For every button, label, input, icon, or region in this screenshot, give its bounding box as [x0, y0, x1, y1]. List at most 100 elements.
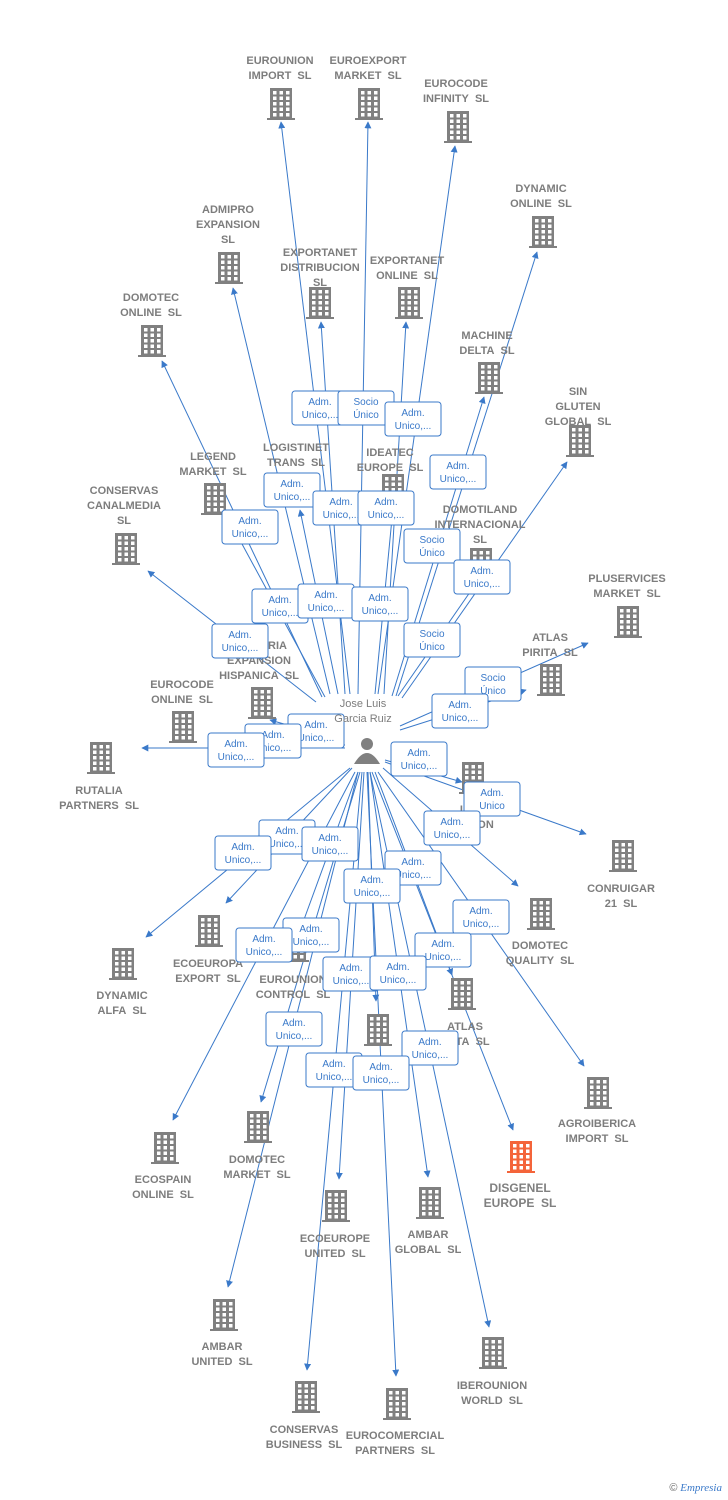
role-label[interactable]: Adm.Unico,... — [265, 1011, 323, 1047]
building-icon — [87, 742, 115, 774]
role-label[interactable]: Adm.Unico,... — [301, 826, 359, 862]
building-icon — [566, 425, 594, 457]
role-label[interactable]: Adm.Unico,... — [357, 490, 415, 526]
role-label[interactable]: Adm.Unico,... — [305, 1052, 363, 1088]
role-label[interactable]: Adm.Unico,... — [429, 454, 487, 490]
role-label[interactable]: Adm.Unico,... — [453, 559, 511, 595]
role-label[interactable]: Adm.Unico,... — [343, 868, 401, 904]
role-label[interactable]: Adm.Unico,... — [235, 927, 293, 963]
building-icon — [267, 88, 295, 120]
role-label[interactable]: Adm.Unico,... — [414, 932, 472, 968]
role-label[interactable]: Adm.Unico,... — [287, 713, 345, 749]
role-label[interactable]: Adm.Unico,... — [431, 693, 489, 729]
svg-text:Adm.Unico,...: Adm.Unico,... — [316, 1059, 353, 1083]
role-label[interactable]: Adm.Unico,... — [384, 401, 442, 437]
building-icon — [355, 88, 383, 120]
role-label[interactable]: Adm.Unico,... — [258, 819, 316, 855]
svg-text:Adm.Unico,...: Adm.Unico,... — [293, 924, 330, 948]
role-label[interactable]: Adm.Unico,... — [390, 741, 448, 777]
building-icon — [527, 898, 555, 930]
role-label[interactable]: Adm.Unico,... — [211, 623, 269, 659]
role-label[interactable]: Adm.Unico,... — [352, 1055, 410, 1091]
role-label[interactable]: Adm.Unico — [463, 781, 521, 817]
copyright-symbol: © — [669, 1482, 678, 1494]
footer-brand[interactable]: © Empresia — [669, 1482, 722, 1494]
role-label[interactable]: Adm.Unico,... — [263, 472, 321, 508]
svg-text:Adm.Unico,...: Adm.Unico,... — [380, 962, 417, 986]
building-icon — [201, 483, 229, 515]
role-label[interactable]: Adm.Unico,... — [251, 588, 309, 624]
role-label[interactable]: Adm.Unico,... — [401, 1030, 459, 1066]
building-icon — [614, 606, 642, 638]
role-label[interactable]: Adm.Unico,... — [369, 955, 427, 991]
role-label[interactable]: Adm.Unico,... — [452, 899, 510, 935]
role-label[interactable]: Adm.Unico,... — [351, 586, 409, 622]
person-icon — [354, 738, 380, 764]
building-icon — [138, 325, 166, 357]
svg-text:Adm.Unico,...: Adm.Unico,... — [442, 700, 479, 724]
role-label[interactable]: Adm.Unico,... — [207, 732, 265, 768]
svg-text:Adm.Unico,...: Adm.Unico,... — [255, 730, 292, 754]
role-label[interactable]: Adm.Unico,... — [221, 509, 279, 545]
role-label[interactable]: Adm.Unico,... — [297, 583, 355, 619]
role-label[interactable]: Adm.Unico,... — [423, 810, 481, 846]
role-label[interactable]: Adm.Unico,... — [214, 835, 272, 871]
building-icon — [507, 1141, 535, 1173]
